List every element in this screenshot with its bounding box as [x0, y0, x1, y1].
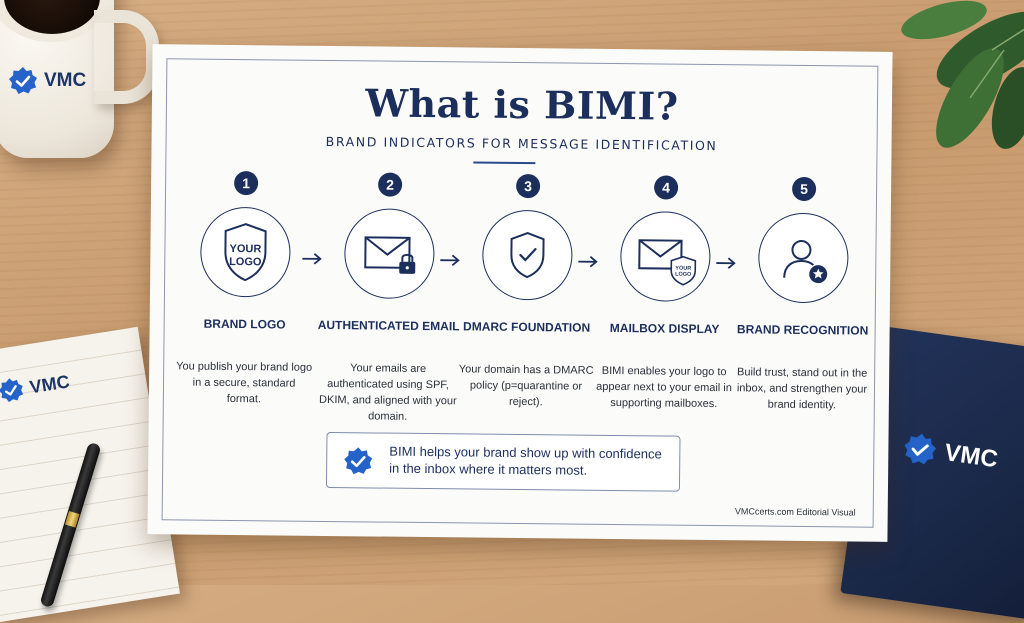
step-title: BRAND RECOGNITION: [727, 322, 877, 354]
notepad-brand-text: VMC: [28, 371, 71, 398]
callout-text: BIMI helps your brand show up with confi…: [389, 443, 669, 480]
step-icon-circle: YOUR LOGO: [620, 211, 711, 302]
credit-line: VMCcerts.com Editorial Visual: [735, 506, 856, 517]
step-title: BRAND LOGO: [169, 316, 319, 348]
envelope-logo-icon: YOUR LOGO: [621, 212, 710, 301]
book-brand-text: VMC: [943, 439, 1000, 474]
icon-text-line1: YOUR: [229, 243, 261, 255]
step-number: 4: [654, 175, 678, 199]
step-4: 4 YOUR LOGO MAILBOX DISPLAY BIMI enables…: [589, 175, 741, 413]
coffee-mug: VMC: [0, 0, 114, 158]
notepad-brand: VMC: [0, 368, 71, 405]
page-title: What is BIMI?: [152, 78, 892, 131]
step-number: 3: [516, 174, 540, 198]
step-icon-circle: [758, 212, 849, 303]
step-icon-circle: YOUR LOGO: [200, 207, 291, 298]
step-description: Build trust, stand out in the inbox, and…: [727, 364, 877, 414]
step-number: 2: [378, 173, 402, 197]
mug-brand-text: VMC: [44, 70, 86, 92]
callout-box: BIMI helps your brand show up with confi…: [326, 432, 681, 492]
step-icon-circle: [344, 208, 435, 299]
verified-badge-icon: [901, 430, 939, 468]
book-brand: VMC: [901, 430, 1000, 477]
step-3: 3 DMARC FOUNDATION Your domain has a DMA…: [451, 173, 603, 411]
step-title: AUTHENTICATED EMAIL: [313, 318, 463, 350]
step-description: Your domain has a DMARC policy (p=quaran…: [451, 361, 601, 411]
mug-handle: [94, 10, 159, 104]
bimi-infographic: What is BIMI? BRAND INDICATORS FOR MESSA…: [147, 44, 892, 542]
step-5: 5 BRAND RECOGNITION Build trust, stand o…: [727, 176, 879, 414]
mug-brand: VMC: [8, 66, 86, 96]
step-icon-circle: [482, 210, 573, 301]
verified-badge-icon: [0, 376, 26, 406]
step-title: DMARC FOUNDATION: [451, 319, 601, 351]
step-2: 2 AUTHENTICATED EMAIL Your emails are au…: [313, 172, 466, 426]
shield-check-icon: [483, 211, 572, 300]
step-1: 1 YOUR LOGO BRAND LOGO You publish your …: [169, 170, 321, 408]
step-number: 1: [234, 171, 258, 195]
step-number: 5: [792, 177, 816, 201]
icon-text-line2: LOGO: [675, 272, 692, 278]
user-star-icon: [759, 214, 848, 303]
step-title: MAILBOX DISPLAY: [589, 321, 739, 353]
step-description: Your emails are authenticated using SPF,…: [313, 360, 464, 426]
plant-leaves: [874, 0, 1024, 160]
step-description: You publish your brand logo in a secure,…: [169, 358, 319, 408]
verified-badge-icon: [343, 446, 373, 476]
envelope-lock-icon: [345, 209, 434, 298]
step-description: BIMI enables your logo to appear next to…: [589, 363, 739, 413]
shield-logo-icon: YOUR LOGO: [201, 208, 290, 297]
verified-badge-icon: [8, 66, 38, 96]
icon-text-line2: LOGO: [229, 256, 262, 268]
